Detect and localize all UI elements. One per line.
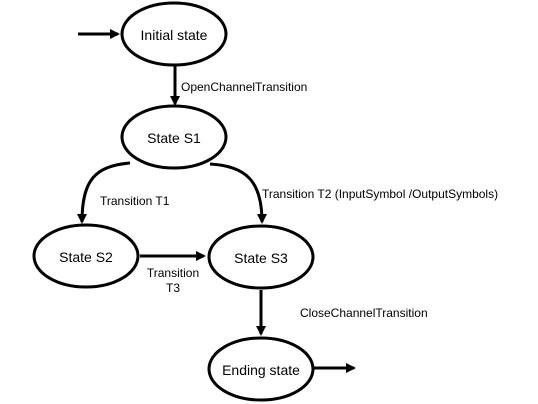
node-state-s1-label: State S1 [147, 130, 201, 146]
node-state-s3: State S3 [207, 224, 315, 290]
node-ending-state: Ending state [207, 336, 315, 402]
node-ending-state-label: Ending state [222, 362, 300, 378]
node-state-s2-label: State S2 [59, 249, 113, 265]
label-t3-line2: T3 [166, 281, 180, 295]
node-state-s3-label: State S3 [234, 250, 288, 266]
label-close-channel: CloseChannelTransition [300, 306, 428, 320]
node-initial-state-label: Initial state [141, 27, 208, 43]
label-t1: Transition T1 [100, 194, 170, 208]
edge-t2 [209, 162, 267, 224]
label-t2: Transition T2 (InputSymbol /OutputSymbol… [262, 187, 498, 201]
label-t3-line1: Transition [147, 266, 199, 280]
edge-t1 [77, 161, 131, 224]
label-open-channel: OpenChannelTransition [181, 80, 307, 94]
node-state-s1: State S1 [120, 104, 228, 170]
node-state-s2: State S2 [32, 223, 140, 289]
node-initial-state: Initial state [120, 1, 228, 67]
